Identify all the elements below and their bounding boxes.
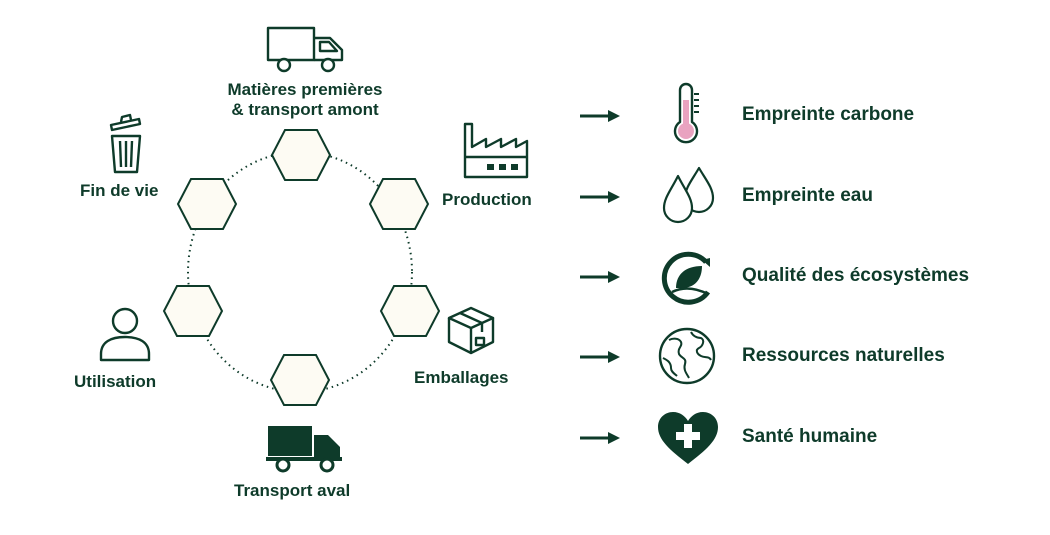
hexagon-node-end-of-life	[176, 178, 238, 230]
hexagon-node-raw-materials	[270, 129, 332, 181]
leaf-cycle-icon	[661, 251, 711, 305]
impact-label-water: Empreinte eau	[742, 185, 873, 206]
hexagon-node-production	[368, 178, 430, 230]
arrow-icon-water	[580, 191, 620, 203]
arrow-icon-ecosystems	[580, 271, 620, 283]
arrow-icon-health	[580, 432, 620, 444]
stage-label-packaging: Emballages	[414, 368, 509, 387]
trash-bin-icon	[109, 113, 142, 174]
heart-cross-icon	[658, 412, 718, 464]
stage-label-raw-materials: Matières premières & transport amont	[227, 80, 383, 119]
impact-label-resources: Ressources naturelles	[742, 345, 945, 366]
factory-icon	[463, 122, 529, 179]
globe-icon	[658, 327, 716, 385]
hexagon-node-packaging	[379, 285, 441, 337]
thermometer-icon	[673, 82, 699, 144]
delivery-truck-outline-icon	[266, 26, 344, 73]
stage-label-end-of-life: Fin de vie	[80, 181, 159, 200]
impact-label-health: Santé humaine	[742, 426, 878, 447]
stage-label-downstream-transport: Transport aval	[234, 481, 351, 500]
arrow-icon-carbon	[580, 110, 620, 122]
impact-label-carbon: Empreinte carbone	[742, 104, 915, 125]
arrow-icon-resources	[580, 351, 620, 363]
water-drops-icon	[662, 166, 715, 224]
delivery-truck-filled-icon	[266, 426, 342, 473]
person-icon	[99, 307, 151, 362]
stage-label-production: Production	[442, 190, 532, 209]
hexagon-node-downstream-transport	[269, 354, 331, 406]
box-icon	[447, 306, 495, 355]
stage-label-use: Utilisation	[74, 372, 157, 391]
hexagon-node-use	[162, 285, 224, 337]
impact-label-ecosystems: Qualité des écosystèmes	[742, 265, 970, 286]
